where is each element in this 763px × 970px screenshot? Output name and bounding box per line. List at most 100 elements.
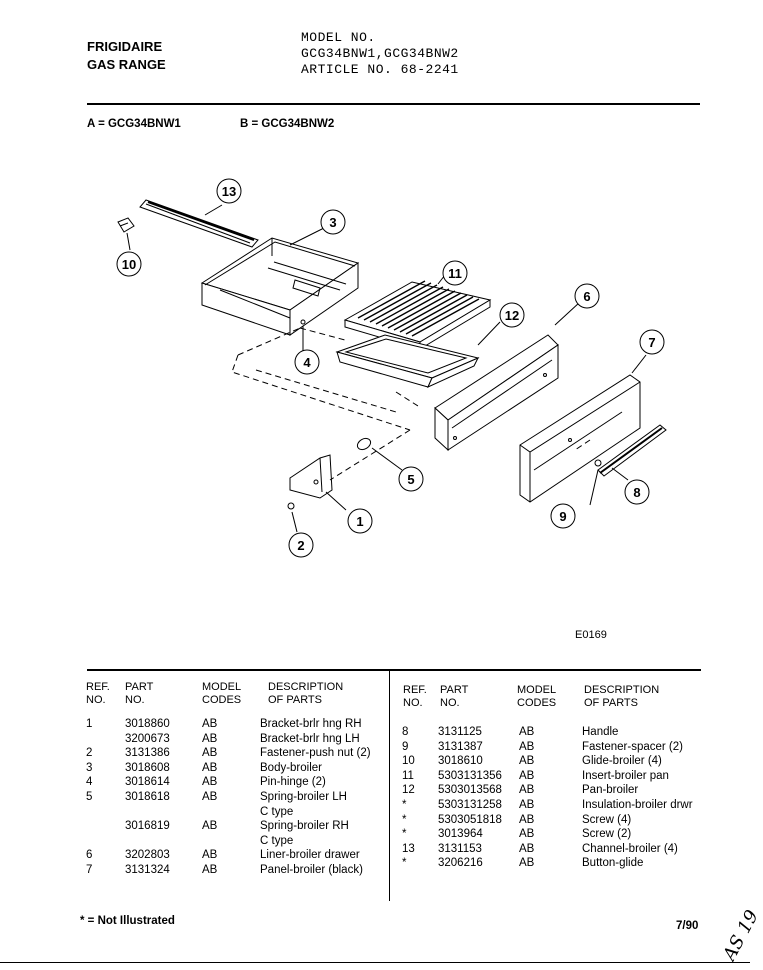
hinge-pin-part	[300, 319, 306, 352]
brand-name: FRIGIDAIRE	[87, 39, 163, 54]
cell-ref: *	[402, 828, 407, 841]
table-divider	[389, 671, 390, 901]
callout-labels: 13 3 10 11 6 12 4 7 5 1 8 9 2	[116, 178, 665, 558]
cell-model: AB	[519, 740, 535, 753]
cell-desc: Pin-hinge (2)	[260, 776, 326, 789]
cell-part: 3018860	[125, 718, 170, 730]
callout-2: 2	[288, 532, 314, 558]
cell-model: AB	[519, 857, 535, 870]
cell-desc: Screw (2)	[582, 828, 632, 841]
cell-part: 5303051818	[438, 813, 502, 826]
cell-part: 3200673	[125, 732, 170, 745]
cell-part: 3131324	[125, 863, 170, 876]
cell-model: AB	[519, 828, 535, 841]
revision-date: 7/90	[676, 920, 699, 932]
cell-part: 3131153	[438, 842, 482, 855]
cell-part: 3016819	[125, 820, 170, 833]
cell-desc: C type	[260, 834, 294, 847]
channel-rail-part	[139, 199, 259, 248]
cell-ref: 7	[86, 863, 93, 876]
cell-desc: Glide-broiler (4)	[582, 755, 662, 768]
svg-text:6: 6	[583, 289, 590, 304]
callout-8: 8	[624, 479, 650, 505]
cell-part: 3131387	[438, 740, 483, 753]
table-row: C type	[86, 805, 386, 820]
liner-drawer-part	[434, 301, 581, 452]
cell-model: AB	[202, 863, 218, 876]
cell-part: 5303131258	[438, 798, 502, 811]
broiler-body-part	[200, 227, 360, 336]
article-number: ARTICLE NO. 68-2241	[301, 62, 459, 77]
cell-ref: 12	[402, 784, 415, 797]
cell-ref: 3	[86, 761, 93, 774]
handle-part	[597, 424, 667, 481]
left-header-ref: REF.NO.	[86, 681, 110, 706]
svg-text:5: 5	[407, 472, 414, 487]
push-nut-part	[287, 502, 298, 533]
cell-ref: 10	[402, 755, 415, 768]
cell-desc: Screw (4)	[582, 813, 632, 826]
table-row: * 3013964 AB Screw (2)	[398, 827, 708, 842]
code-b: B = GCG34BNW2	[240, 118, 335, 130]
callout-1: 1	[347, 508, 373, 534]
cell-model: AB	[202, 820, 218, 833]
cell-ref: 4	[86, 776, 93, 789]
cell-desc: Panel-broiler (black)	[260, 863, 363, 876]
table-top-rule	[87, 669, 701, 671]
callout-3: 3	[320, 209, 346, 235]
broiler-pan-insert-part	[343, 274, 492, 350]
svg-text:10: 10	[122, 257, 136, 272]
cell-model: AB	[202, 776, 218, 789]
cell-model: AB	[202, 849, 218, 862]
spring-part	[356, 437, 403, 471]
cell-model: AB	[519, 726, 535, 738]
cell-model: AB	[519, 755, 535, 768]
cell-ref: 8	[402, 726, 409, 738]
cell-desc: Spring-broiler RH	[260, 820, 349, 833]
cell-desc: Handle	[582, 726, 619, 738]
cell-desc: Fastener-spacer (2)	[582, 740, 683, 753]
cell-model: AB	[519, 842, 535, 855]
model-numbers: GCG34BNW1,GCG34BNW2	[301, 46, 459, 61]
model-label: MODEL NO.	[301, 30, 376, 45]
cell-model: AB	[519, 784, 535, 797]
cell-part: 3013964	[438, 828, 483, 841]
svg-text:7: 7	[648, 335, 655, 350]
bottom-rule	[0, 962, 750, 963]
callout-10: 10	[116, 251, 142, 277]
cell-ref: 2	[86, 747, 93, 760]
svg-text:2: 2	[297, 538, 304, 553]
table-row: * 5303051818 AB Screw (4)	[398, 813, 708, 828]
cell-part: 3018618	[125, 790, 170, 803]
svg-text:8: 8	[633, 485, 640, 500]
callout-9: 9	[550, 503, 576, 529]
cell-part: 5303013568	[438, 784, 502, 797]
cell-ref: *	[402, 813, 407, 826]
callout-6: 6	[574, 283, 600, 309]
cell-desc: Bracket-brlr hng LH	[260, 732, 360, 745]
assembly-guides	[231, 327, 591, 481]
cell-ref: 11	[402, 769, 414, 782]
broiler-pan-part	[335, 321, 501, 389]
svg-text:9: 9	[559, 509, 566, 524]
cell-part: 3131386	[125, 747, 170, 760]
callout-4: 4	[294, 349, 320, 375]
cell-model: AB	[519, 813, 535, 826]
cell-desc: Channel-broiler (4)	[582, 842, 678, 855]
